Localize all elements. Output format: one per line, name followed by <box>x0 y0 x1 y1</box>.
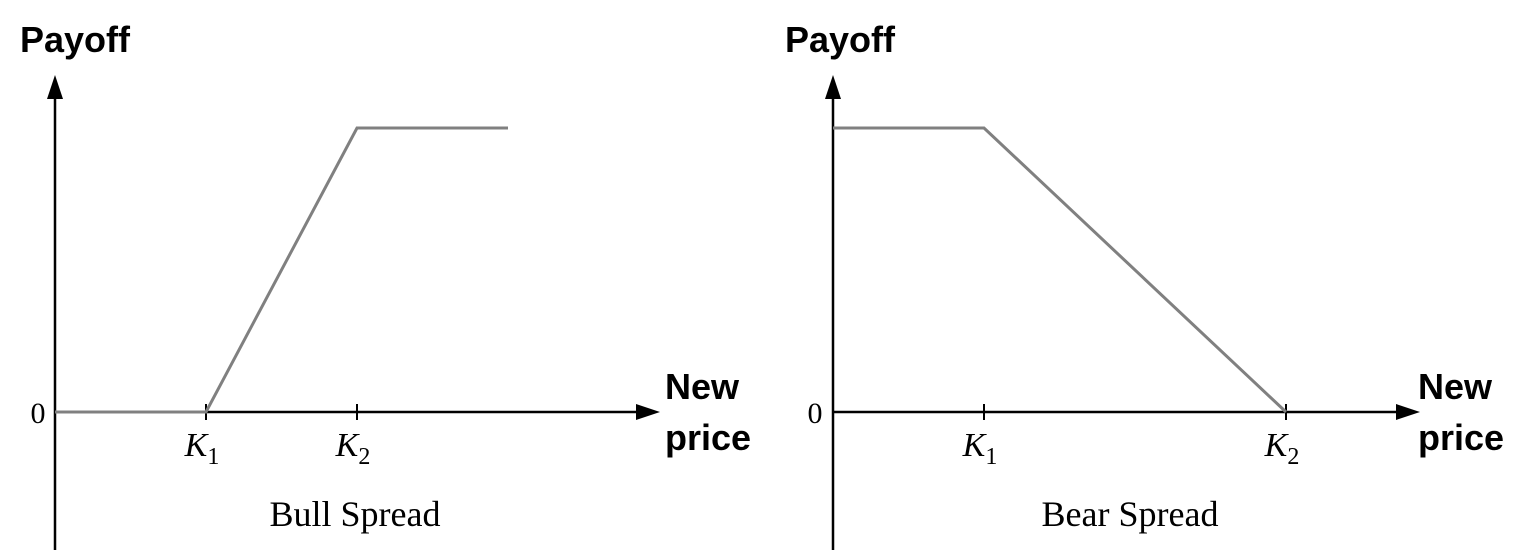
x-tick-label-k2: K2 <box>1264 427 1300 470</box>
x-axis-arrow <box>636 404 660 420</box>
payoff-line <box>833 126 1288 414</box>
x-tick-label-k2: K2 <box>335 427 371 470</box>
x-tick-label-k1: K1 <box>962 427 998 470</box>
x-axis-label-line-1: New <box>1418 366 1493 407</box>
x-axis-label-line-2: price <box>1418 417 1504 458</box>
zero-label: 0 <box>808 397 823 430</box>
y-axis-arrow <box>825 75 841 99</box>
chart-caption: Bear Spread <box>1042 494 1219 534</box>
y-axis-label: Payoff <box>785 19 896 60</box>
zero-label: 0 <box>31 397 46 430</box>
payoff-line <box>55 126 508 414</box>
y-axis-arrow <box>47 75 63 99</box>
x-axis-label-line-1: New <box>665 366 740 407</box>
x-tick-label-k1: K1 <box>184 427 220 470</box>
x-axis-label-line-2: price <box>665 417 751 458</box>
x-axis-arrow <box>1396 404 1420 420</box>
chart-caption: Bull Spread <box>270 494 441 534</box>
y-axis-label: Payoff <box>20 19 131 60</box>
